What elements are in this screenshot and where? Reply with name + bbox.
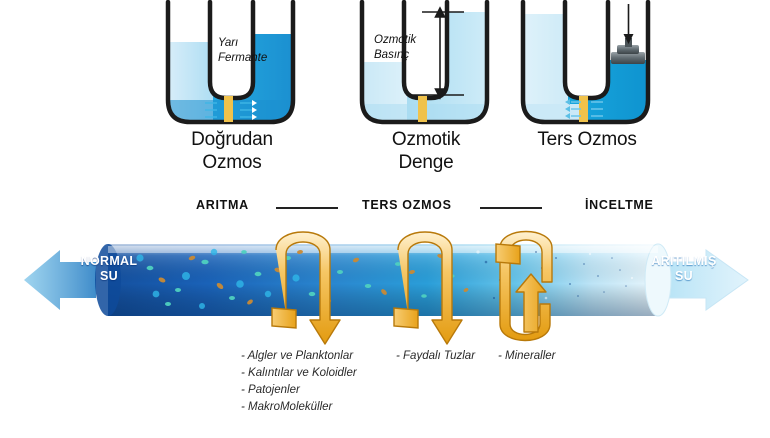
legend-item: - MakroMoleküller — [241, 401, 333, 413]
stage-label-aritma: ARITMA — [196, 198, 249, 212]
legend-item: - Faydalı Tuzlar — [396, 350, 476, 362]
legend: - Algler ve Planktonlar - Kalıntılar ve … — [0, 348, 770, 438]
beaker-2-caption: Ozmotik Denge — [391, 129, 461, 173]
membrane-tube-area: NORMAL SU ARITILMIŞ SU — [0, 228, 770, 348]
beaker-2-graphic — [359, 0, 490, 125]
beaker-ters-ozmos: Ters Ozmos — [513, 0, 658, 150]
membrane-tube-graphic — [24, 230, 749, 345]
inlet-arrow-shape — [24, 250, 96, 310]
ring-arrow-2 — [393, 231, 463, 345]
inlet-label: NORMAL SU — [80, 254, 138, 283]
tube-body — [95, 243, 672, 317]
stage-label-inceltme: İNCELTME — [585, 198, 654, 212]
legend-column-2: - Faydalı Tuzlar — [396, 348, 475, 365]
legend-item: - Kalıntılar ve Koloidler — [241, 367, 357, 379]
beaker-dogrudan-ozmos: Yarı Fermante Doğrudan Ozmos — [158, 0, 303, 173]
beaker-row: Yarı Fermante Doğrudan Ozmos — [0, 0, 770, 192]
legend-item: - Mineraller — [498, 350, 556, 362]
beaker-2-inner-label: Ozmotik Basınç — [374, 34, 417, 61]
legend-item: - Algler ve Planktonlar — [241, 350, 354, 362]
stage-label-ters-ozmos: TERS OZMOS — [362, 198, 452, 212]
outlet-label: ARITILMIŞ SU — [651, 254, 717, 283]
legend-column-3: - Mineraller — [498, 348, 556, 365]
beaker-3-caption: Ters Ozmos — [537, 129, 637, 150]
legend-item: - Patojenler — [241, 384, 300, 396]
stage-label-row: ARITMA TERS OZMOS İNCELTME — [0, 198, 770, 224]
beaker-1-graphic — [165, 0, 296, 125]
beaker-1-inner-label: Yarı Fermante — [218, 37, 268, 64]
stage-rule-left — [276, 207, 338, 209]
ring-arrow-1 — [271, 231, 341, 345]
ring-arrow-3 — [495, 230, 553, 342]
beaker-ozmotik-denge: Ozmotik Basınç Ozmotik Denge — [352, 0, 497, 173]
piston-icon — [611, 4, 645, 64]
pressure-measure — [408, 6, 464, 100]
legend-column-1: - Algler ve Planktonlar - Kalıntılar ve … — [241, 348, 357, 416]
stage-rule-right — [480, 207, 542, 209]
beaker-1-caption: Doğrudan Ozmos — [191, 129, 273, 173]
beaker-3-graphic — [520, 0, 651, 125]
tube-particles — [136, 248, 634, 309]
